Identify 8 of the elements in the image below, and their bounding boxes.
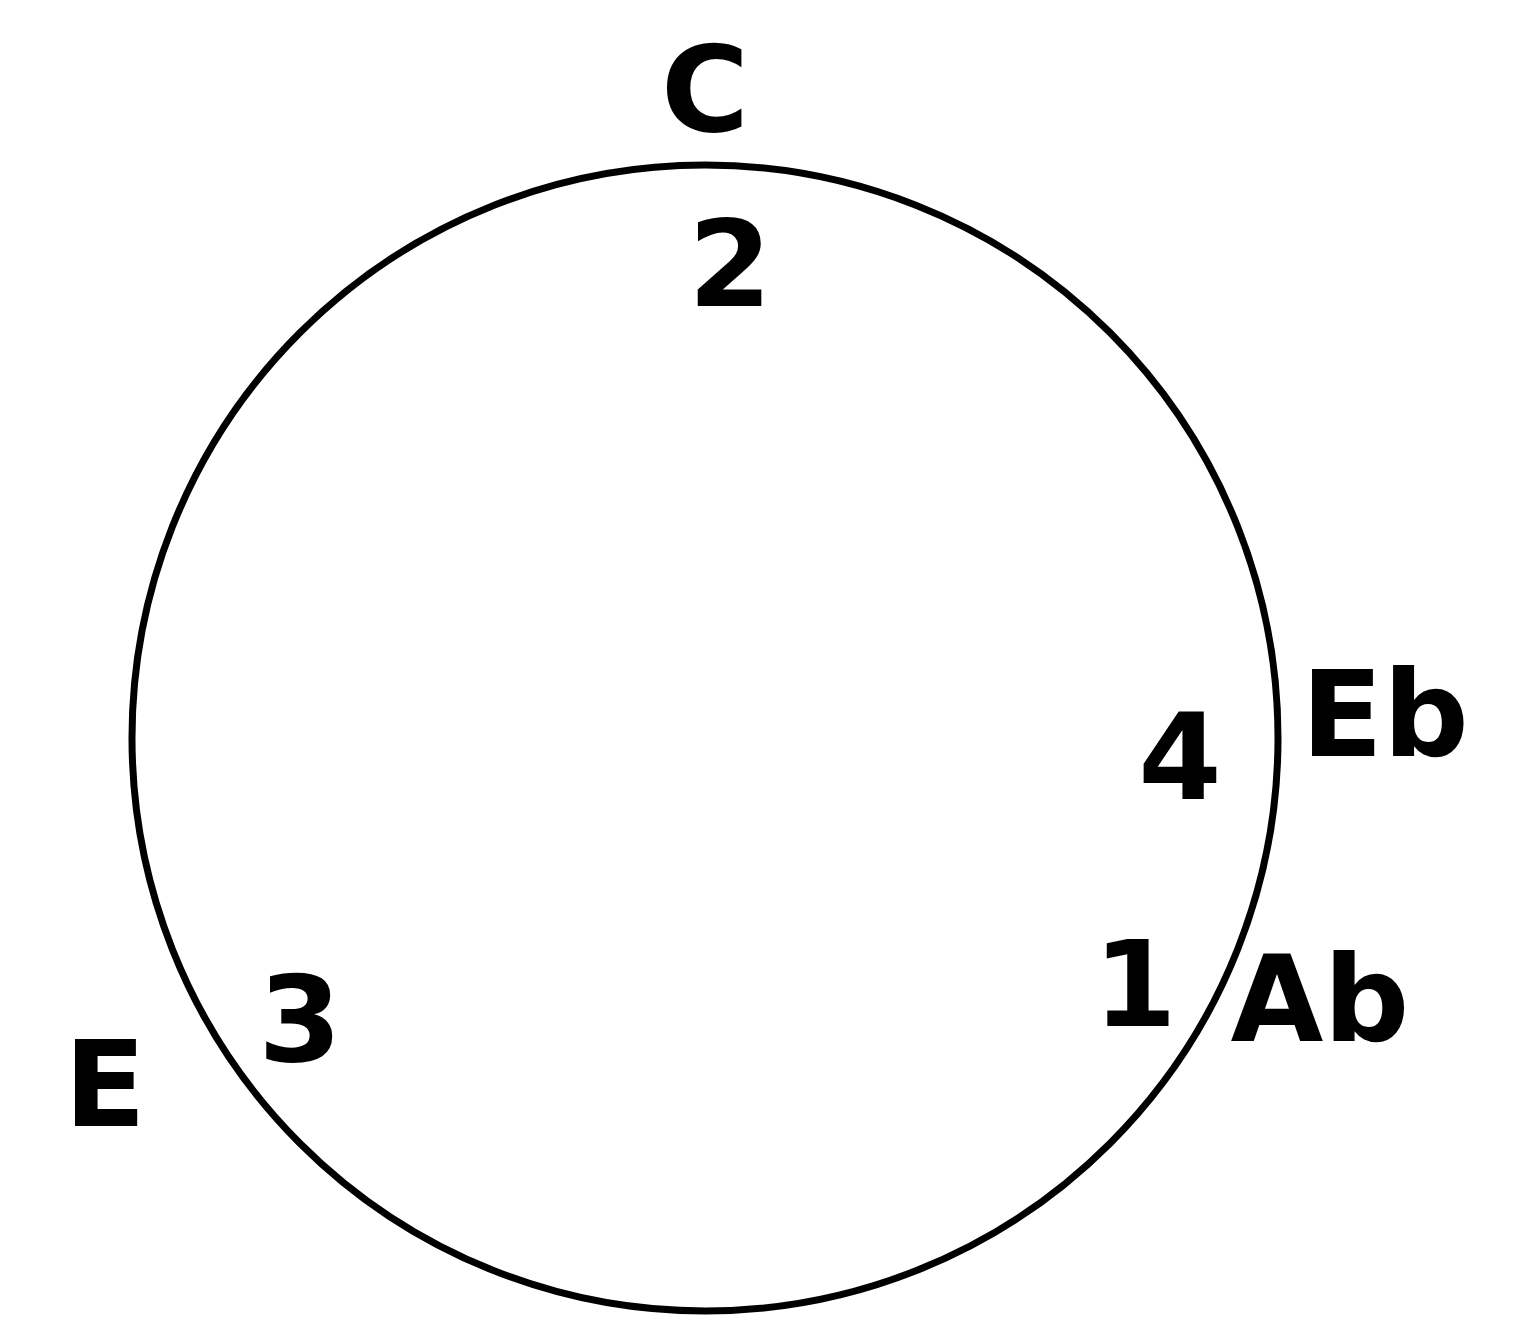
note-label: E: [64, 1025, 146, 1145]
note-label: 3: [258, 960, 342, 1080]
note-label: Eb: [1301, 655, 1469, 775]
note-label: 2: [688, 205, 772, 325]
note-label: 1: [1093, 925, 1177, 1045]
note-label: C: [660, 30, 750, 150]
note-label: 4: [1138, 698, 1222, 818]
note-label: Ab: [1230, 940, 1410, 1060]
